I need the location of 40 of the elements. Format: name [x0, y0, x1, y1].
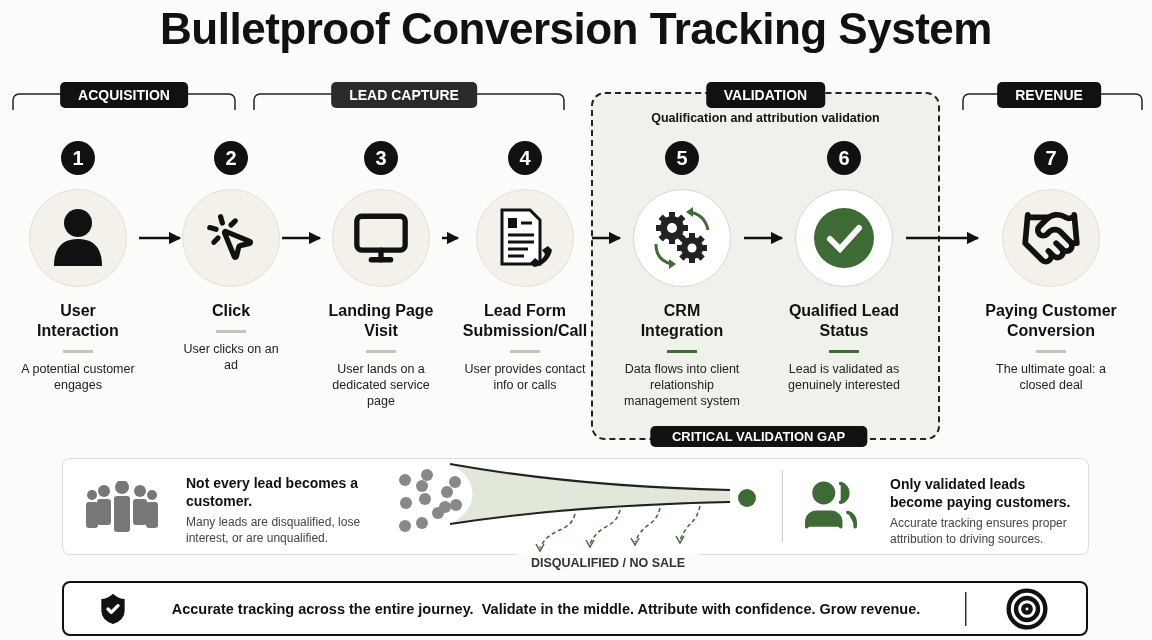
step-description: The ultimate goal: a closed deal	[995, 361, 1107, 393]
arrow	[442, 231, 460, 245]
panel-heading: Not every lead becomes a customer.	[186, 474, 359, 510]
step-number: 7	[1034, 141, 1068, 175]
panel-text: Accurate tracking ensures proper attribution to driving sources.	[890, 515, 1068, 547]
step-title: Paying Customer Conversion	[984, 301, 1118, 341]
section-tag: ACQUISITION	[60, 82, 188, 108]
step-description: User clicks on an ad	[183, 341, 279, 373]
step-title: Qualified Lead Status	[787, 301, 901, 341]
step-number: 2	[214, 141, 248, 175]
section-tag: REVENUE	[997, 82, 1101, 108]
step-title: CRM Integration	[639, 301, 725, 341]
step-title: Landing Page Visit	[327, 301, 435, 341]
step-number: 3	[364, 141, 398, 175]
section-tag: VALIDATION	[705, 82, 826, 108]
panel-heading: Only validated leads become paying customers.	[890, 475, 1072, 511]
disqualified-label: DISQUALIFIED / NO SALE	[516, 554, 700, 572]
step-number: 6	[827, 141, 861, 175]
arrow	[139, 231, 182, 245]
step-description: Lead is validated as genuinely interested	[787, 361, 901, 393]
arrow	[592, 231, 622, 245]
arrow	[744, 231, 784, 245]
section-tag: LEAD CAPTURE	[331, 82, 477, 108]
step-number: 1	[61, 141, 95, 175]
region-subtitle: Qualification and attribution validation	[650, 111, 881, 125]
step-title: User Interaction	[36, 301, 120, 341]
step-description: Data flows into client relationship management system	[623, 361, 741, 409]
arrow	[906, 231, 980, 245]
step-description: User lands on a dedicated service page	[331, 361, 431, 409]
panel-text: Many leads are disqualified, lose interest, or are unqualified.	[186, 514, 362, 546]
title: Bulletproof Conversion Tracking System	[159, 4, 993, 54]
step-title: Lead Form Submission/Call	[461, 301, 589, 341]
step-number: 5	[665, 141, 699, 175]
section-tag: CRITICAL VALIDATION GAP	[649, 426, 868, 447]
arrow	[282, 231, 322, 245]
footer-text: Accurate tracking across the entire journey. Validate in the middle. Attribute with confidence. Grow revenue.	[171, 600, 921, 617]
step-title: Click	[211, 301, 251, 321]
step-number: 4	[508, 141, 542, 175]
step-description: A potential customer engages	[20, 361, 136, 393]
step-description: User provides contact info or calls	[463, 361, 587, 393]
